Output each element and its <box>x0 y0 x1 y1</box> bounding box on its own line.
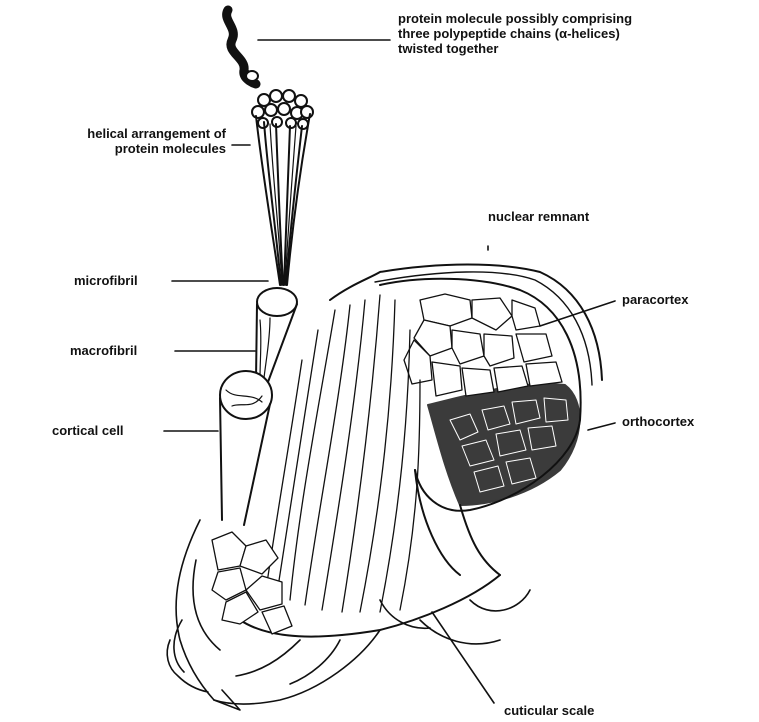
macrofibril-drawing <box>256 288 297 382</box>
label-cortical-cell: cortical cell <box>52 423 124 438</box>
label-protein-molecule-line2: three polypeptide chains (α-helices) <box>398 26 632 41</box>
label-protein-molecule: protein molecule possibly comprising thr… <box>398 11 632 56</box>
label-cuticular-scale: cuticular scale <box>504 703 594 718</box>
cortical-cells-cluster <box>212 532 292 634</box>
label-macrofibril: macrofibril <box>70 343 137 358</box>
label-paracortex: paracortex <box>622 292 688 307</box>
label-protein-molecule-line3: twisted together <box>398 41 632 56</box>
leader-cuticular-scale <box>432 612 494 703</box>
label-orthocortex: orthocortex <box>622 414 694 429</box>
label-helical-arrangement-line1: helical arrangement of <box>30 126 226 141</box>
leader-orthocortex <box>588 423 615 430</box>
helical-bundle-drawing <box>252 90 313 285</box>
label-microfibril: microfibril <box>74 273 138 288</box>
protein-molecule-drawing <box>227 10 258 84</box>
label-protein-molecule-line1: protein molecule possibly comprising <box>398 11 632 26</box>
label-helical-arrangement: helical arrangement of protein molecules <box>30 126 226 156</box>
cortical-cell-drawing <box>220 371 272 525</box>
fibre-body-drawing <box>240 265 602 637</box>
label-nuclear-remnant: nuclear remnant <box>488 209 589 224</box>
label-helical-arrangement-line2: protein molecules <box>30 141 226 156</box>
